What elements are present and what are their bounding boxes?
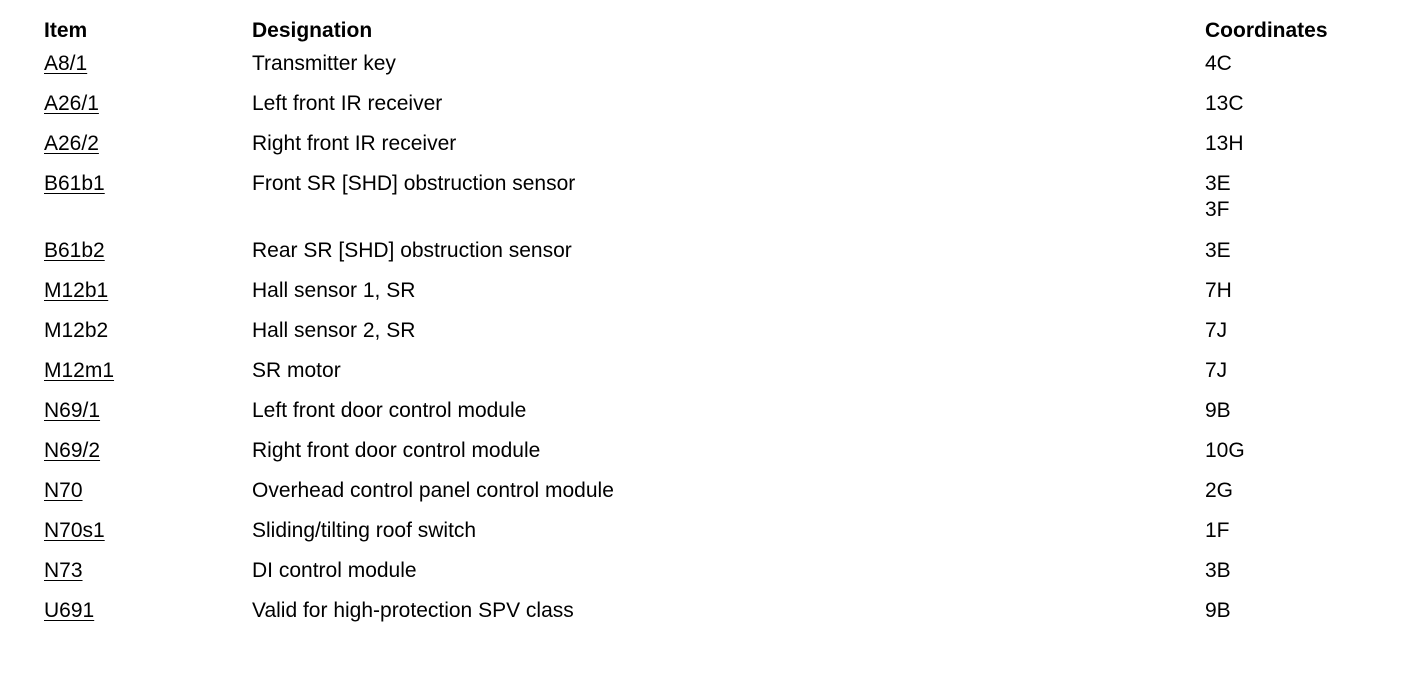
table-header: Item Designation Coordinates <box>44 17 1384 44</box>
item-cell: A26/2 <box>44 131 99 157</box>
table-row: A26/1 Left front IR receiver 13C <box>44 84 1384 124</box>
designation-cell: Hall sensor 2, SR <box>252 319 416 342</box>
designation-cell: Sliding/tilting roof switch <box>252 519 477 542</box>
item-cell: N70s1 <box>44 518 105 544</box>
item-link[interactable]: A26/2 <box>44 132 99 155</box>
coordinates-cell: 3B <box>1205 558 1231 584</box>
coordinates-cell: 10G <box>1205 438 1245 464</box>
table-body: A8/1 Transmitter key 4C A26/1 Left front IR … <box>44 44 1384 631</box>
designation-cell: Rear SR [SHD] obstruction sensor <box>252 239 572 262</box>
item-link[interactable]: A26/1 <box>44 92 99 115</box>
coordinates-cell: 7J <box>1205 358 1227 384</box>
item-cell: M12b2 <box>44 318 108 344</box>
coordinate-value: 3B <box>1205 559 1231 582</box>
coordinate-value: 3F <box>1205 198 1230 221</box>
item-cell: N69/1 <box>44 398 100 424</box>
coordinates-cell: 2G <box>1205 478 1233 504</box>
designation-cell: Transmitter key <box>252 52 396 75</box>
designation-cell: Front SR [SHD] obstruction sensor <box>252 172 576 195</box>
designation-cell: Left front IR receiver <box>252 92 443 115</box>
table-row: A8/1 Transmitter key 4C <box>44 44 1384 84</box>
item-cell: N70 <box>44 478 83 504</box>
coordinate-value: 3E <box>1205 172 1231 195</box>
item-cell: U691 <box>44 598 94 624</box>
coordinates-cell: 9B <box>1205 598 1231 624</box>
coordinates-cell: 7J <box>1205 318 1227 344</box>
designation-cell: Right front door control module <box>252 439 541 462</box>
coordinate-value: 9B <box>1205 399 1231 422</box>
item-link[interactable]: U691 <box>44 599 95 622</box>
item-link[interactable]: N70s1 <box>44 519 105 542</box>
item-link[interactable]: N69/1 <box>44 399 101 422</box>
designation-cell: DI control module <box>252 559 417 582</box>
table-row: B61b1 Front SR [SHD] obstruction sensor 3E… <box>44 164 1384 231</box>
item-link[interactable]: N69/2 <box>44 439 101 462</box>
coordinates-cell: 13C <box>1205 91 1244 117</box>
item-cell: B61b2 <box>44 238 105 264</box>
component-legend-table: Item Designation Coordinates A8/1 Transmi… <box>44 17 1384 631</box>
item-cell: M12b1 <box>44 278 108 304</box>
coordinate-value: 2G <box>1205 479 1234 502</box>
item-link[interactable]: M12b1 <box>44 279 109 302</box>
item-cell: A26/1 <box>44 91 99 117</box>
coordinate-value: 3E <box>1205 239 1231 262</box>
table-row: A26/2 Right front IR receiver 13H <box>44 124 1384 164</box>
table-row: N69/1 Left front door control module 9B <box>44 391 1384 431</box>
header-item: Item <box>44 19 88 42</box>
coordinate-value: 7J <box>1205 319 1228 342</box>
item-link[interactable]: M12m1 <box>44 359 115 382</box>
item-link[interactable]: N70 <box>44 479 83 502</box>
item-cell: N73 <box>44 558 83 584</box>
table-row: N70s1 Sliding/tilting roof switch 1F <box>44 511 1384 551</box>
coordinates-cell: 9B <box>1205 398 1231 424</box>
coordinate-value: 1F <box>1205 519 1230 542</box>
coordinate-value: 4C <box>1205 52 1232 75</box>
table-row: N70 Overhead control panel control module… <box>44 471 1384 511</box>
coordinate-value: 7H <box>1205 279 1232 302</box>
item-cell: N69/2 <box>44 438 100 464</box>
item-cell: M12m1 <box>44 358 114 384</box>
item-link[interactable]: B61b1 <box>44 172 105 195</box>
coordinate-value: 13C <box>1205 92 1244 115</box>
coordinates-cell: 4C <box>1205 51 1232 77</box>
designation-cell: Left front door control module <box>252 399 527 422</box>
coordinate-value: 13H <box>1205 132 1244 155</box>
designation-cell: Hall sensor 1, SR <box>252 279 416 302</box>
item-cell: A8/1 <box>44 51 87 77</box>
coordinate-value: 9B <box>1205 599 1231 622</box>
designation-cell: Right front IR receiver <box>252 132 457 155</box>
coordinates-cell: 7H <box>1205 278 1232 304</box>
table-row: N69/2 Right front door control module 10G <box>44 431 1384 471</box>
header-designation: Designation <box>252 19 373 42</box>
item-code: M12b2 <box>44 319 109 342</box>
item-link[interactable]: N73 <box>44 559 83 582</box>
coordinate-value: 7J <box>1205 359 1228 382</box>
header-coordinates: Coordinates <box>1205 19 1328 42</box>
item-link[interactable]: A8/1 <box>44 52 88 75</box>
designation-cell: SR motor <box>252 359 341 382</box>
designation-cell: Valid for high-protection SPV class <box>252 599 574 622</box>
designation-cell: Overhead control panel control module <box>252 479 614 502</box>
coordinates-cell: 1F <box>1205 518 1230 544</box>
table-row: M12b2 Hall sensor 2, SR 7J <box>44 311 1384 351</box>
coordinate-value: 10G <box>1205 439 1245 462</box>
table-row: N73 DI control module 3B <box>44 551 1384 591</box>
item-link[interactable]: B61b2 <box>44 239 105 262</box>
coordinates-cell: 3E <box>1205 238 1231 264</box>
table-row: M12m1 SR motor 7J <box>44 351 1384 391</box>
table-row: U691 Valid for high-protection SPV class 9… <box>44 591 1384 631</box>
coordinates-cell: 13H <box>1205 131 1244 157</box>
item-cell: B61b1 <box>44 171 105 197</box>
table-row: B61b2 Rear SR [SHD] obstruction sensor 3E <box>44 231 1384 271</box>
table-row: M12b1 Hall sensor 1, SR 7H <box>44 271 1384 311</box>
